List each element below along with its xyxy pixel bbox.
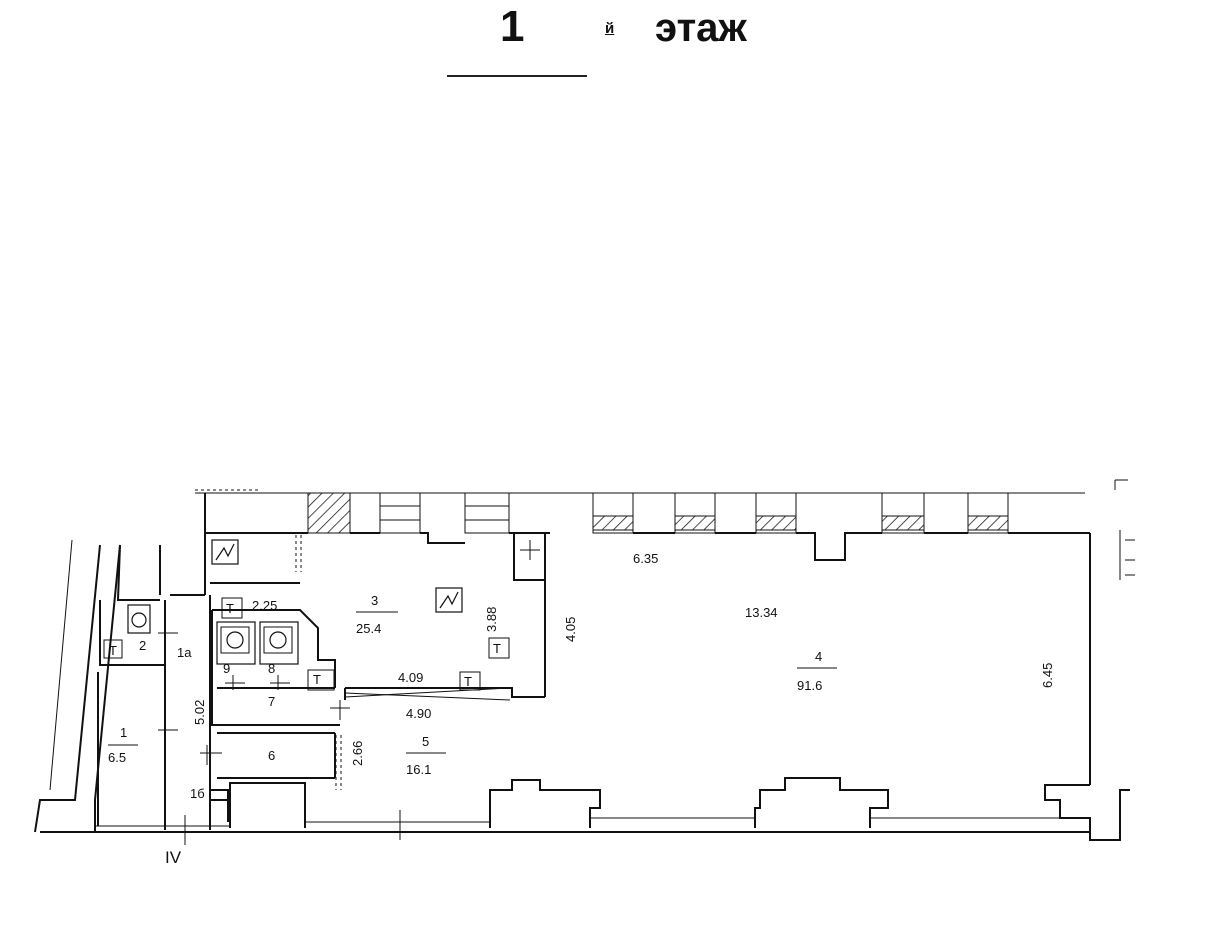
dimension-5-02: 5.02 [192, 700, 207, 725]
dimension-4-05: 4.05 [563, 617, 578, 642]
floor-number: 1 [500, 2, 525, 51]
room-3-walls [210, 533, 546, 701]
dimension-labels: 2.25 3.88 4.05 6.35 13.34 6.45 4.09 4.90… [192, 551, 1055, 766]
floor-suffix: й [605, 20, 615, 37]
bottom-facade [40, 777, 1090, 833]
tap-mark: Т [109, 643, 117, 658]
sanitary-block [158, 597, 401, 845]
tap-mark: Т [464, 674, 472, 689]
room-1-number: 1 [120, 725, 127, 740]
room-5-number: 5 [422, 734, 429, 749]
dimension-6-35: 6.35 [633, 551, 658, 566]
room-3-number: 3 [371, 593, 378, 608]
room-5-area: 16.1 [406, 762, 431, 777]
dimension-2-66: 2.66 [350, 741, 365, 766]
room-labels: 2 1а 1 6.5 1б 3 25.4 4 91.6 5 16.1 6 7 8… [108, 593, 837, 801]
room-1b-number: 1б [190, 786, 205, 801]
dimension-4-90: 4.90 [406, 706, 431, 721]
room-4-number: 4 [815, 649, 822, 664]
room-9-number: 9 [223, 661, 230, 676]
title-underline [447, 75, 587, 77]
top-facade [195, 489, 1090, 570]
dimension-4-09: 4.09 [398, 670, 423, 685]
room-2-fixtures [103, 604, 151, 659]
room-1a-number: 1а [177, 645, 192, 660]
axis-label: IV [165, 848, 182, 867]
room-7-number: 7 [268, 694, 275, 709]
dimension-6-45: 6.45 [1040, 663, 1055, 688]
left-walls [34, 539, 211, 833]
tap-mark: Т [313, 672, 321, 687]
room-6-number: 6 [268, 748, 275, 763]
tap-mark: Т [226, 601, 234, 616]
dimension-2-25: 2.25 [252, 598, 277, 613]
floor-word: этаж [655, 6, 747, 50]
dimension-13-34: 13.34 [745, 605, 778, 620]
room-3-area: 25.4 [356, 621, 381, 636]
room-1-area: 6.5 [108, 750, 126, 765]
room-2-number: 2 [139, 638, 146, 653]
dimension-3-88: 3.88 [484, 607, 499, 632]
right-wall [1044, 479, 1135, 841]
room-4-area: 91.6 [797, 678, 822, 693]
room-8-number: 8 [268, 661, 275, 676]
tap-mark: Т [493, 641, 501, 656]
tap-marks: Т Т Т Т Т [109, 601, 501, 689]
